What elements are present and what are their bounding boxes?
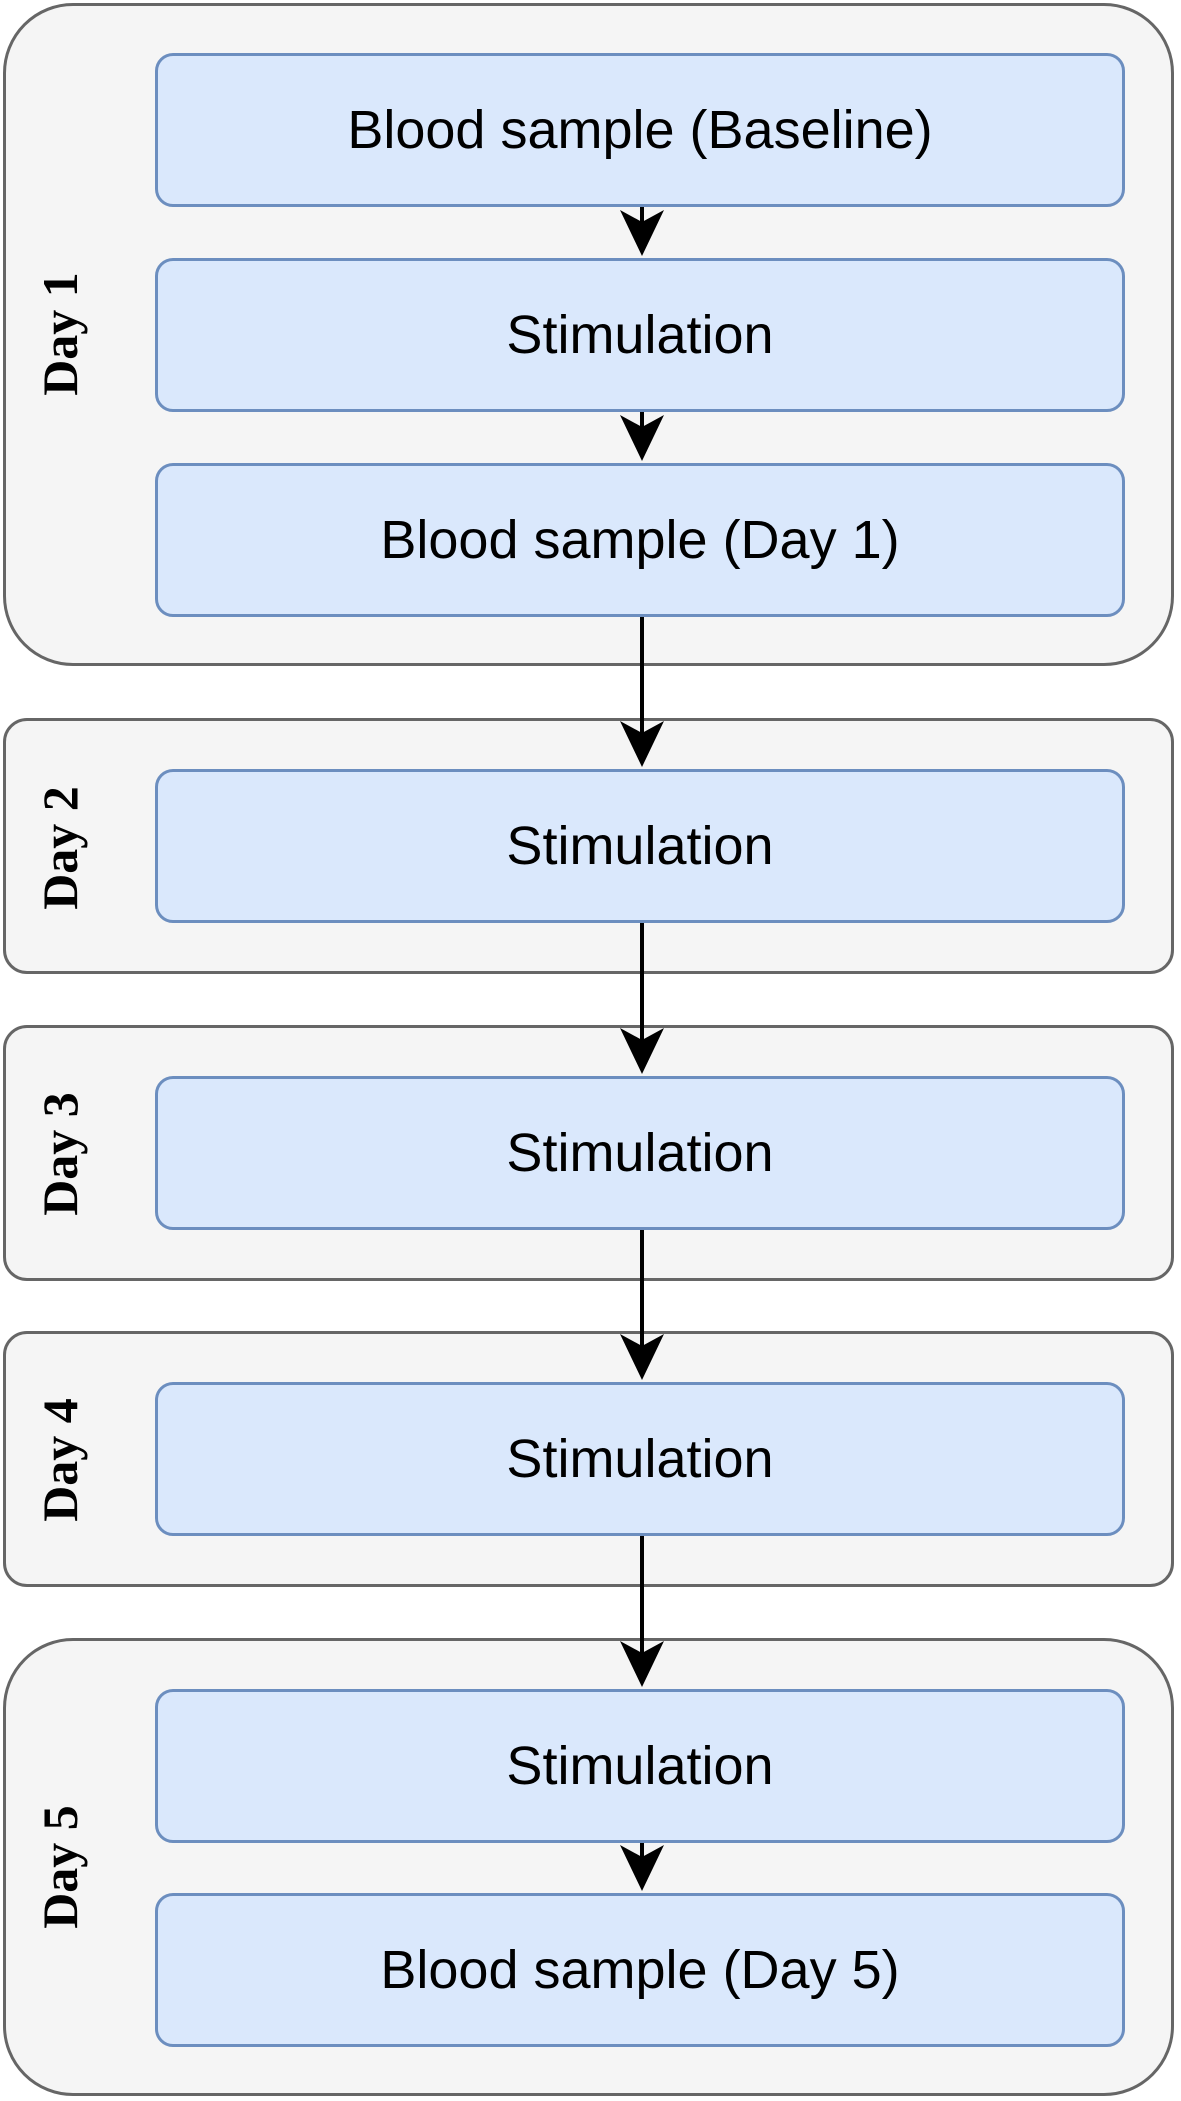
- step-blood-sample-baseline: Blood sample (Baseline): [155, 53, 1125, 207]
- step-day-3-stimulation: Stimulation: [155, 1076, 1125, 1230]
- step-day-5-stimulation: Stimulation: [155, 1689, 1125, 1843]
- day-4-label: Day 4: [32, 1398, 88, 1522]
- step-blood-sample-day-1: Blood sample (Day 1): [155, 463, 1125, 617]
- day-2-label: Day 2: [32, 786, 88, 910]
- step-blood-sample-day-5: Blood sample (Day 5): [155, 1893, 1125, 2047]
- step-day-2-stimulation: Stimulation: [155, 769, 1125, 923]
- day-1-label: Day 1: [32, 272, 88, 396]
- day-3-label: Day 3: [32, 1092, 88, 1216]
- step-day-4-stimulation: Stimulation: [155, 1382, 1125, 1536]
- step-day-1-stimulation: Stimulation: [155, 258, 1125, 412]
- day-5-label: Day 5: [32, 1805, 88, 1929]
